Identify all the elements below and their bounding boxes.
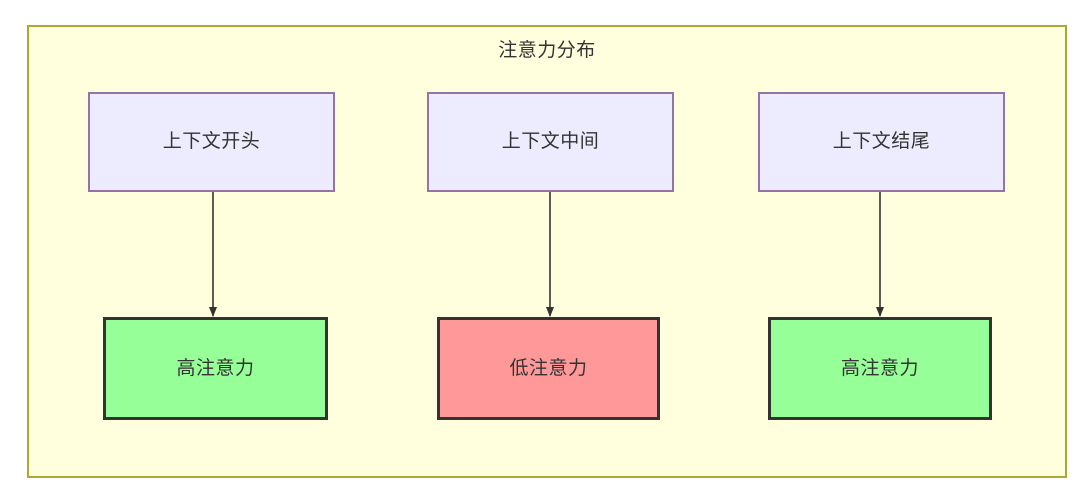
node-context-start-label: 上下文开头 (162, 131, 261, 152)
node-attention-high-start[interactable]: 高注意力 (103, 317, 328, 420)
node-context-start[interactable]: 上下文开头 (88, 92, 335, 192)
node-attention-high-start-label: 高注意力 (176, 357, 255, 379)
node-context-end-label: 上下文结尾 (832, 131, 931, 152)
node-context-end[interactable]: 上下文结尾 (758, 92, 1005, 192)
node-context-middle[interactable]: 上下文中间 (427, 92, 674, 192)
subgraph-title: 注意力分布 (498, 40, 596, 61)
node-attention-low-middle[interactable]: 低注意力 (437, 317, 660, 420)
node-attention-high-end[interactable]: 高注意力 (768, 317, 992, 420)
node-attention-high-end-label: 高注意力 (840, 357, 919, 379)
node-context-middle-label: 上下文中间 (501, 131, 600, 152)
node-attention-low-middle-label: 低注意力 (509, 357, 588, 379)
